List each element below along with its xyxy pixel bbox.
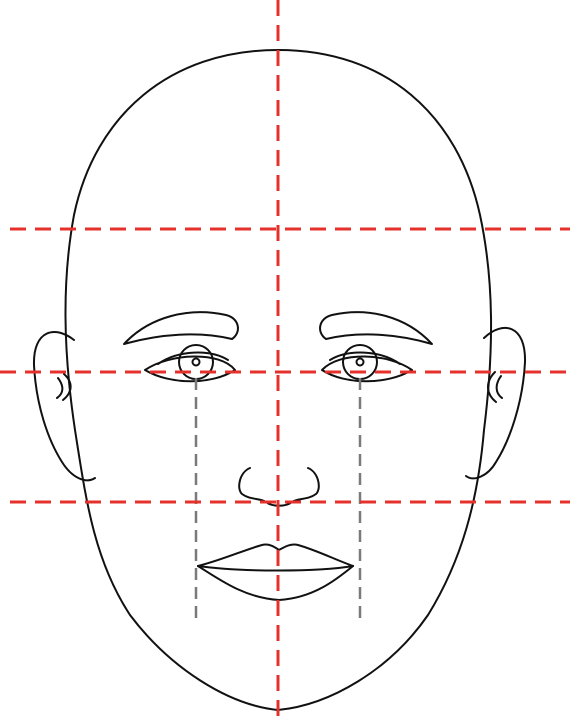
left-ear-icon	[34, 332, 95, 480]
right-eye-icon	[322, 345, 412, 381]
right-eyebrow-icon	[320, 312, 432, 344]
right-ear-icon	[466, 328, 525, 478]
left-eyebrow-icon	[124, 312, 238, 344]
lips-icon	[198, 545, 353, 600]
left-eye-icon	[145, 345, 235, 381]
